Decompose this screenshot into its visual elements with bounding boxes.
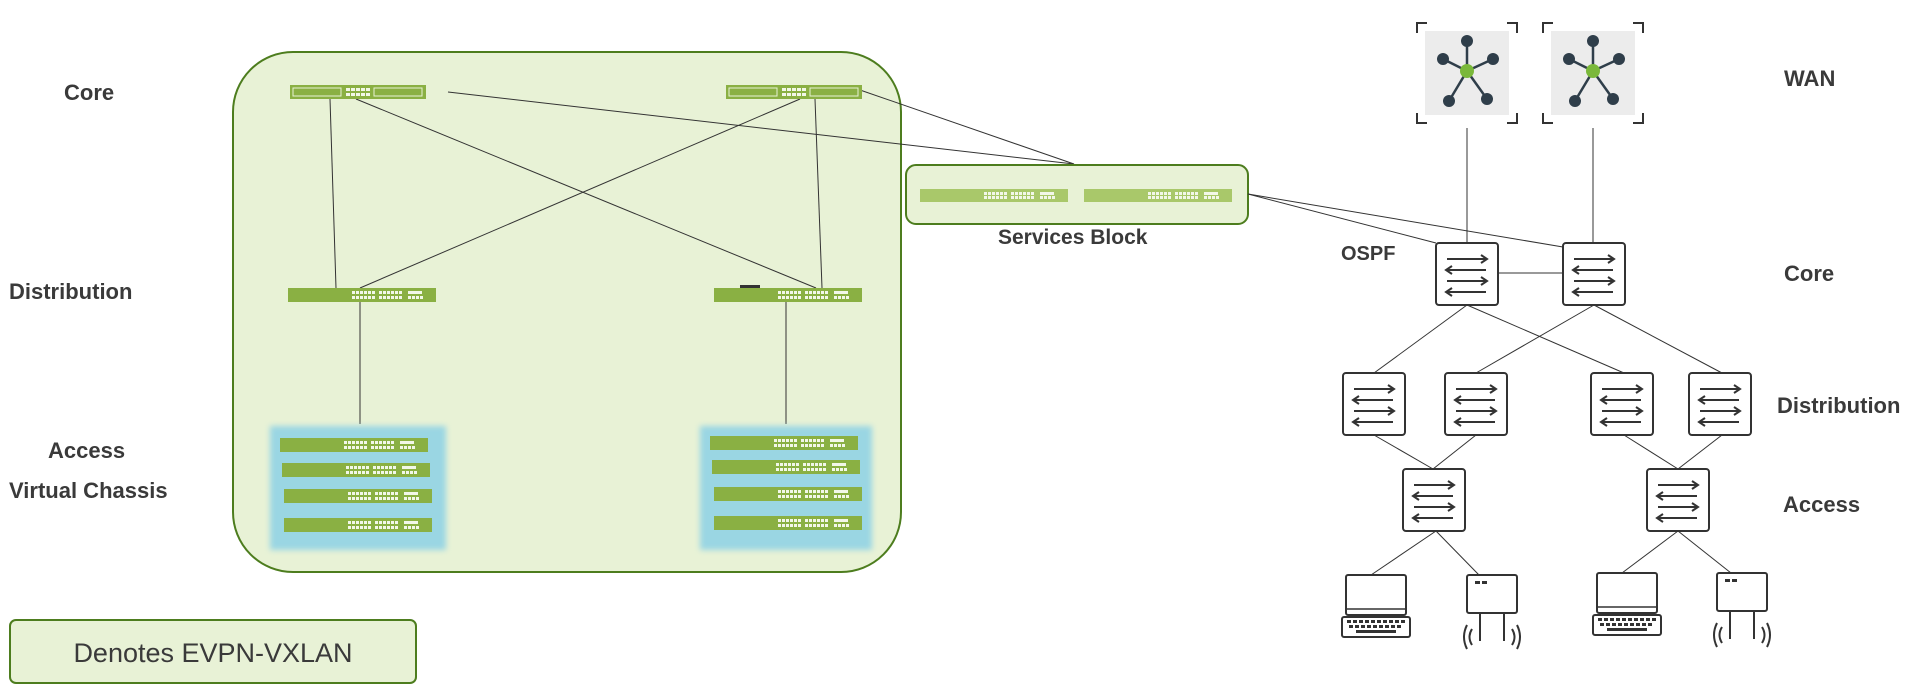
laptop-icon-2 xyxy=(1592,572,1662,636)
services-switch-1 xyxy=(920,189,1068,202)
left-distribution-switch-2-tab xyxy=(740,285,760,288)
ospf-label: OSPF xyxy=(1341,243,1395,265)
virtual-chassis-stack-1 xyxy=(270,426,446,550)
right-core-switch-2 xyxy=(1562,242,1626,306)
services-switch-2 xyxy=(1084,189,1232,202)
right-core-label: Core xyxy=(1784,261,1834,286)
access-point-icon-2 xyxy=(1713,572,1771,648)
right-distribution-switch-3 xyxy=(1590,372,1654,436)
left-access-label: Access xyxy=(48,438,125,463)
wan-router-1 xyxy=(1415,21,1519,125)
services-block-label: Services Block xyxy=(998,226,1148,249)
left-distribution-switch-2 xyxy=(714,288,862,302)
right-access-label: Access xyxy=(1783,492,1860,517)
legend-text: Denotes EVPN-VXLAN xyxy=(73,638,352,668)
right-wan-label: WAN xyxy=(1784,66,1835,91)
right-core-switch-1 xyxy=(1435,242,1499,306)
right-distribution-switch-2 xyxy=(1444,372,1508,436)
left-distribution-switch-1 xyxy=(288,288,436,302)
left-fabric-links xyxy=(329,89,1075,424)
left-distribution-label: Distribution xyxy=(9,279,132,304)
wan-router-2 xyxy=(1541,21,1645,125)
right-distribution-label: Distribution xyxy=(1777,393,1900,418)
right-distribution-switch-4 xyxy=(1688,372,1752,436)
legend: Denotes EVPN-VXLAN xyxy=(9,619,417,684)
right-campus-links xyxy=(1247,128,1732,576)
laptop-icon-1 xyxy=(1341,574,1411,638)
access-point-icon-1 xyxy=(1463,574,1521,650)
right-access-switch-2 xyxy=(1646,468,1710,532)
left-core-switch-2 xyxy=(725,84,863,100)
virtual-chassis-stack-2 xyxy=(700,426,872,550)
right-access-switch-1 xyxy=(1402,468,1466,532)
left-core-switch-1 xyxy=(289,84,427,100)
right-distribution-switch-1 xyxy=(1342,372,1406,436)
left-virtual-chassis-label: Virtual Chassis xyxy=(9,478,168,503)
left-core-label: Core xyxy=(64,80,114,105)
legend-swatch xyxy=(9,619,417,684)
